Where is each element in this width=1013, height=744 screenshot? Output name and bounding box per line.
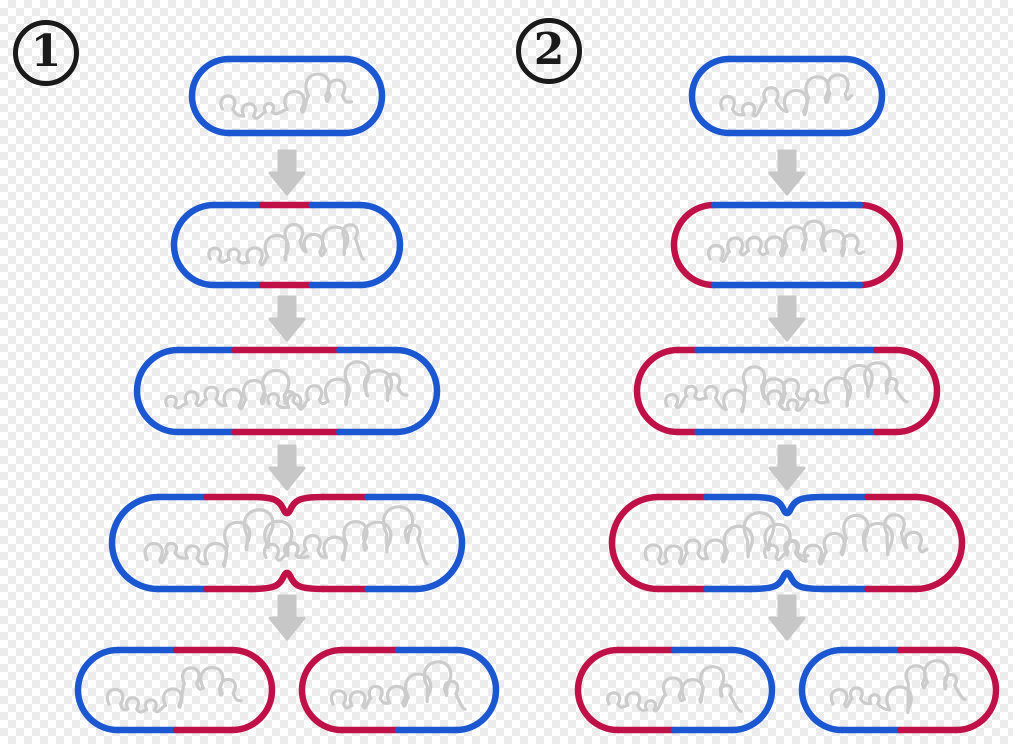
down-arrow-icon — [268, 444, 306, 491]
cell-cap-old — [452, 646, 500, 734]
down-arrow-icon — [768, 149, 806, 196]
model-1-label: 1 — [13, 20, 79, 86]
cell-cap-new — [574, 646, 622, 734]
dna-squiggle — [707, 219, 866, 263]
dna-squiggle — [143, 508, 310, 568]
cell-cap-new — [952, 646, 1000, 734]
cell-cap-old — [688, 55, 733, 137]
dna-squiggle — [164, 368, 307, 411]
cell-cap-old — [341, 55, 386, 137]
dna-squiggle — [664, 365, 807, 414]
cell-cap-old — [798, 646, 846, 734]
model-1-stage-5-daughter-cells — [74, 646, 500, 734]
cell-cap-new — [670, 201, 718, 289]
model-2-stage-4-dividing-cell — [608, 493, 966, 593]
dna-squiggle — [762, 513, 929, 566]
dna-squiggle — [105, 666, 243, 714]
dna-squiggle — [262, 505, 429, 566]
cell-cap-new — [892, 346, 941, 436]
cell-cap-new — [633, 346, 682, 436]
down-arrow-icon — [768, 295, 806, 342]
dna-squiggle — [219, 72, 354, 120]
dna-squiggle — [719, 73, 854, 118]
cell-cap-old — [392, 346, 441, 436]
cell-cap-old — [728, 646, 776, 734]
cell-cap-old — [170, 201, 218, 289]
model-1-stage-4-dividing-cell — [108, 493, 466, 593]
cell-cap-old — [356, 201, 404, 289]
down-arrow-icon — [268, 295, 306, 342]
cell-cap-new — [228, 646, 276, 734]
model-2-stage-3-elongated-cell — [633, 346, 941, 436]
down-arrow-icon — [268, 594, 306, 641]
model-1-stage-2-growth-initiated — [170, 201, 404, 289]
cell-cap-new — [856, 201, 904, 289]
dna-squiggle — [829, 659, 967, 715]
septum-old — [747, 493, 827, 517]
model-1-number: 1 — [30, 26, 62, 77]
septum-new — [247, 569, 327, 593]
cell-cap-old — [841, 55, 886, 137]
cell-cap-old — [412, 493, 466, 593]
model-1-stage-1-newborn-cell — [188, 55, 386, 137]
down-arrow-icon — [268, 149, 306, 196]
down-arrow-icon — [768, 594, 806, 641]
model-2-arrows — [768, 149, 806, 641]
septum-new — [247, 493, 327, 517]
model-2-stage-1-newborn-cell — [688, 55, 886, 137]
model-2-number: 2 — [533, 24, 565, 75]
cell-cap-new — [298, 646, 346, 734]
model-2-label: 2 — [516, 18, 582, 84]
model-2-stage-5-daughter-cells — [574, 646, 1000, 734]
cell-cap-new — [912, 493, 966, 593]
dna-squiggle — [266, 360, 409, 411]
dna-squiggle — [329, 660, 467, 711]
dna-squiggle — [643, 511, 810, 566]
model-2-stage-2-growth-initiated — [670, 201, 904, 289]
cell-cap-old — [108, 493, 162, 593]
dna-squiggle — [606, 665, 743, 713]
cell-cap-old — [188, 55, 233, 137]
dna-squiggle — [207, 223, 366, 267]
model-1-arrows — [268, 149, 306, 641]
septum-old — [747, 569, 827, 593]
cell-cap-old — [74, 646, 122, 734]
dna-squiggle — [765, 361, 909, 412]
model-1-stage-3-elongated-cell — [133, 346, 441, 436]
cell-cap-old — [133, 346, 182, 436]
cell-cap-new — [608, 493, 662, 593]
down-arrow-icon — [768, 444, 806, 491]
